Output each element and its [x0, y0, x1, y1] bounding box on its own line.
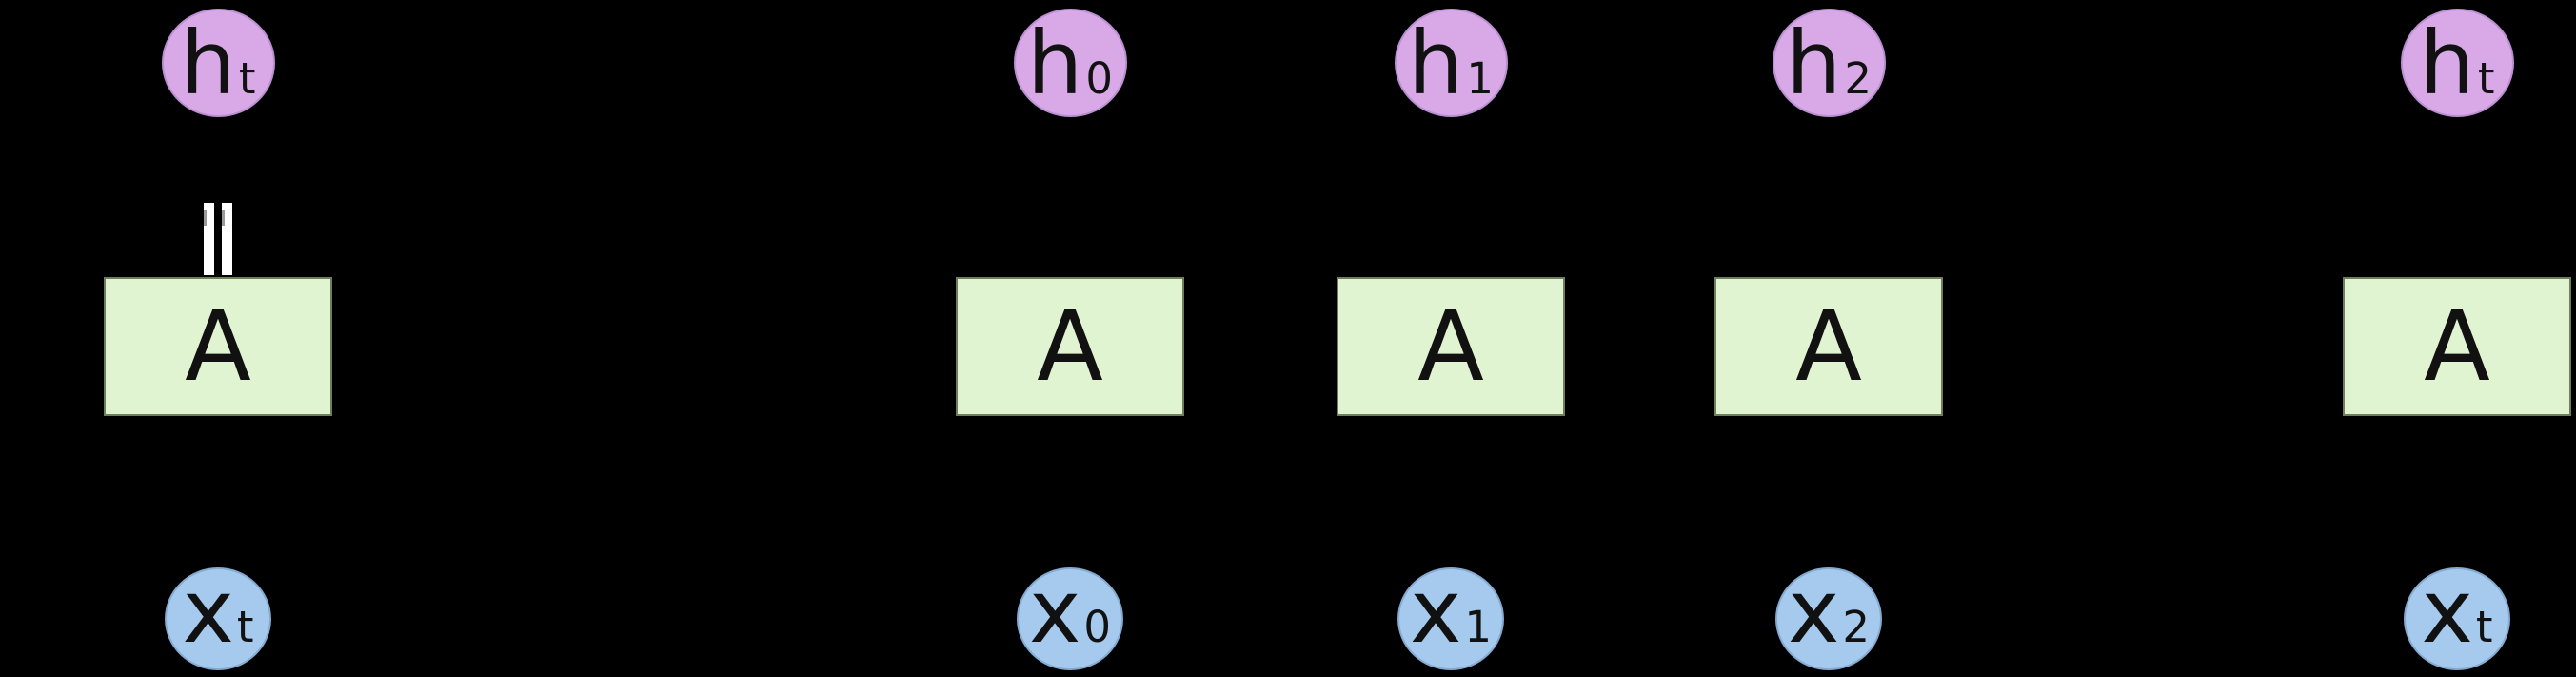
hidden-state-subscript: 1 — [1466, 52, 1494, 104]
input-letter: x — [1409, 560, 1462, 663]
rnn-cell-label: A — [1417, 289, 1484, 404]
rnn-cell-step-0: A — [956, 277, 1184, 416]
input-subscript: 1 — [1464, 601, 1493, 652]
input-letter: x — [182, 560, 234, 663]
rnn-cell-step-t: A — [2343, 277, 2571, 416]
input-subscript: t — [236, 601, 254, 652]
hidden-state-letter: h — [2419, 11, 2475, 114]
rnn-cell-label: A — [2424, 289, 2490, 404]
rnn-cell-label: A — [185, 289, 251, 404]
rnn-cell-label: A — [1795, 289, 1862, 404]
hidden-state-letter: h — [1027, 11, 1083, 114]
double-bar-nick — [222, 210, 225, 226]
rnn-cell-step-1: A — [1337, 277, 1565, 416]
hidden-state-subscript: 2 — [1844, 52, 1872, 104]
rnn-cell-label: A — [1037, 289, 1103, 404]
rnn-cell-step-2: A — [1714, 277, 1943, 416]
rnn-cell-rolled: A — [104, 277, 332, 416]
input-subscript: t — [2475, 601, 2493, 652]
hidden-state-letter: h — [1786, 11, 1842, 114]
input-letter: x — [2421, 560, 2473, 663]
hidden-state-letter: h — [180, 11, 236, 114]
hidden-state-subscript: t — [2477, 52, 2495, 104]
input-letter: x — [1028, 560, 1081, 663]
hidden-state-subscript: 0 — [1085, 52, 1113, 104]
input-letter: x — [1787, 560, 1840, 663]
double-bar-icon — [222, 203, 232, 275]
hidden-state-subscript: t — [238, 52, 256, 104]
input-subscript: 2 — [1842, 601, 1871, 652]
double-bar-nick — [204, 210, 207, 226]
double-bar-icon — [204, 203, 214, 275]
hidden-state-letter: h — [1408, 11, 1464, 114]
input-subscript: 0 — [1083, 601, 1112, 652]
